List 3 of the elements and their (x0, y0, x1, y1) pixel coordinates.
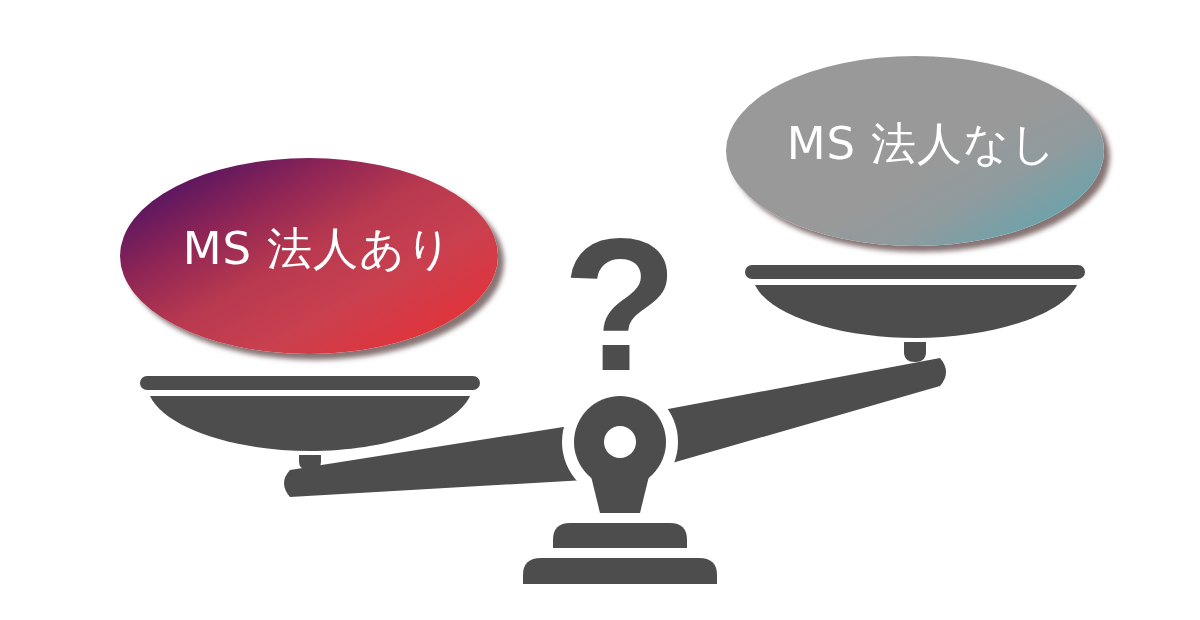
question-mark: ? (560, 234, 680, 374)
option-label: MS 法人なし (786, 116, 1058, 172)
option-label: MS 法人あり (182, 221, 454, 277)
